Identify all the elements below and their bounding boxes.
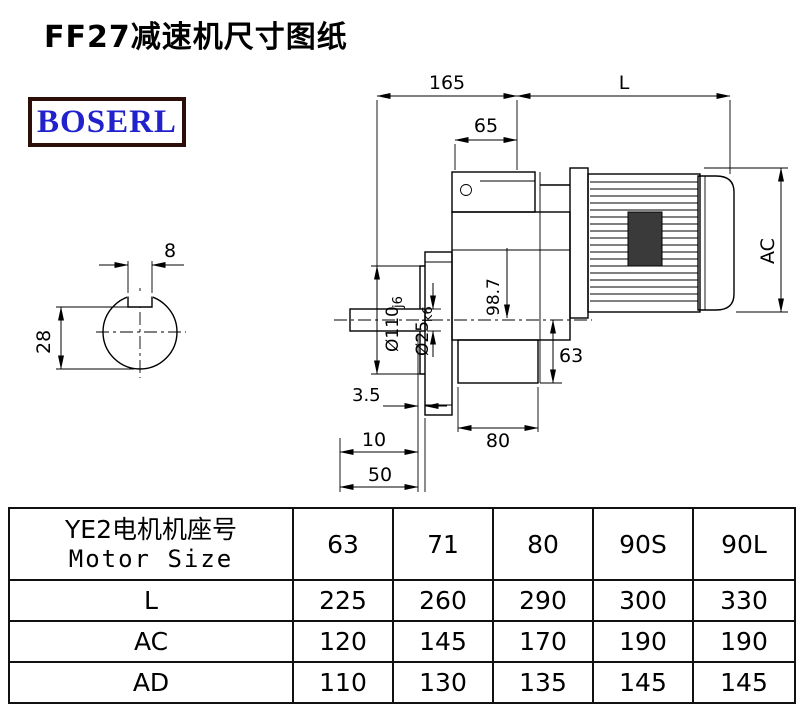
keyway-mask [127, 291, 153, 307]
table-cell: 170 [492, 620, 594, 663]
table-cell: 145 [692, 661, 796, 704]
table-cell: 290 [492, 579, 594, 622]
dim-35-label: 3.5 [352, 385, 381, 406]
dim-center-height: 98.7 [484, 248, 510, 319]
column-header: 90S [592, 507, 694, 581]
dim-165-label: 165 [429, 72, 465, 94]
dim-housing-bottom: 63 [540, 319, 583, 384]
dim-50-label: 50 [368, 464, 392, 486]
table-cell: 225 [292, 579, 394, 622]
table-header-row: YE2电机机座号 Motor Size 63 71 80 90S 90L [8, 507, 796, 581]
table-cell: 330 [692, 579, 796, 622]
dim-motor-height: AC [704, 167, 788, 313]
dim-shaft-length: 50 [339, 464, 419, 490]
header-line1: YE2电机机座号 [65, 514, 237, 544]
dim-10-label: 10 [362, 429, 386, 451]
table-row-AD: AD 110 130 135 145 145 [8, 661, 796, 704]
column-header: 90L [692, 507, 796, 581]
dim-foot-length: 80 [457, 387, 539, 452]
motor [569, 167, 735, 319]
dim-motor-length: L [516, 72, 731, 174]
motor-body [587, 173, 701, 313]
row-label: L [8, 579, 294, 622]
dim-section-height: 28 [33, 306, 134, 370]
dim-key-width: 8 [99, 240, 184, 293]
technical-drawing: 8 28 [33, 72, 788, 492]
table-cell: 145 [592, 661, 694, 704]
dim-AC-label: AC [757, 238, 779, 264]
shaft-section-view [96, 288, 186, 378]
housing-foot [457, 339, 539, 384]
table-cell: 130 [392, 661, 494, 704]
dim-63-label: 63 [559, 345, 583, 367]
dim-shaft-step: 10 [339, 418, 426, 492]
table-cell: 145 [392, 620, 494, 663]
row-label: AD [8, 661, 294, 704]
dim-overall-front: 165 [376, 72, 518, 170]
table-cell: 110 [292, 661, 394, 704]
dim-flange-spigot: Ø110 j6 [371, 100, 420, 375]
dim-shaft-dia-label: Ø25 [413, 321, 433, 356]
table-cell: 260 [392, 579, 494, 622]
column-header: 80 [492, 507, 594, 581]
motor-size-header: YE2电机机座号 Motor Size [8, 507, 294, 581]
table-cell: 300 [592, 579, 694, 622]
column-header: 71 [392, 507, 494, 581]
fan-cover [697, 175, 735, 311]
boserl-logo: BOSERL [28, 97, 186, 147]
row-label: AC [8, 620, 294, 663]
dim-key-width-label: 8 [164, 240, 176, 262]
dim-section-height-label: 28 [33, 330, 55, 354]
dim-987-label: 98.7 [484, 278, 504, 316]
table-cell: 190 [692, 620, 796, 663]
dim-shaft-dia-tol: k6 [421, 306, 436, 322]
dim-housing-top: 65 [454, 115, 518, 170]
table-cell: 135 [492, 661, 594, 704]
motor-adapter-flange [569, 167, 589, 319]
gearbox-housing [451, 171, 571, 384]
column-header: 63 [292, 507, 394, 581]
header-line2: Motor Size [68, 545, 234, 574]
dim-flange-dia-label: Ø110 [383, 306, 403, 352]
motor-nameplate [627, 211, 663, 267]
dim-65-label: 65 [474, 115, 498, 137]
eye-bolt-hole [460, 184, 472, 196]
table-row-AC: AC 120 145 170 190 190 [8, 620, 796, 663]
dim-80-label: 80 [486, 430, 510, 452]
table-row-L: L 225 260 290 300 330 [8, 579, 796, 622]
table-cell: 120 [292, 620, 394, 663]
table-cell: 190 [592, 620, 694, 663]
dim-face-gap: 3.5 [352, 334, 447, 492]
page-title: FF27减速机尺寸图纸 [44, 20, 348, 55]
logo-text: BOSERL [37, 103, 177, 140]
main-view [334, 167, 735, 416]
dim-flange-dia-tol: j6 [391, 296, 406, 309]
dim-L-label: L [619, 72, 630, 94]
keyway-outline [127, 296, 153, 308]
size-table: YE2电机机座号 Motor Size 63 71 80 90S 90L L 2… [8, 507, 796, 704]
